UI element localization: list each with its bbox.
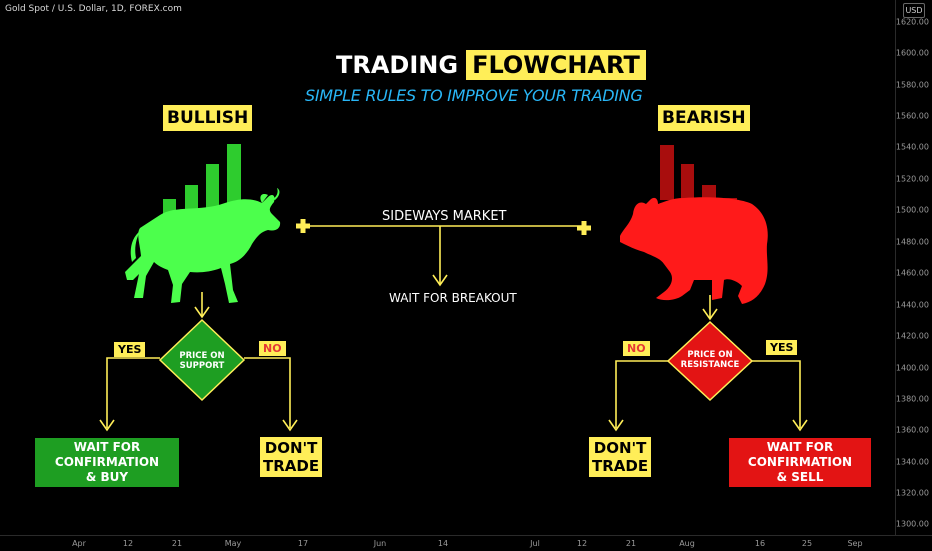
time-tick: May xyxy=(224,539,242,548)
sideways-connector xyxy=(296,219,591,287)
page-title: TRADING FLOWCHART xyxy=(336,50,646,80)
price-tick: 1500.00 xyxy=(895,205,929,215)
bullish-decision-diamond xyxy=(158,318,246,402)
sideways-market-label: SIDEWAYS MARKET xyxy=(382,209,507,224)
bullish-dont-trade-line1: DON'T xyxy=(264,439,318,457)
title-part-flowchart: FLOWCHART xyxy=(466,50,646,80)
time-tick: 21 xyxy=(171,539,183,548)
price-tick: 1580.00 xyxy=(895,80,929,90)
bear-bars-icon xyxy=(660,145,737,202)
bullish-buy-outcome-line1: WAIT FOR CONFIRMATION xyxy=(54,440,160,469)
time-tick: 14 xyxy=(437,539,449,548)
time-tick: 12 xyxy=(576,539,588,548)
chart-symbol-title: Gold Spot / U.S. Dollar, 1D, FOREX.com xyxy=(5,4,182,14)
price-tick: 1340.00 xyxy=(895,457,929,467)
time-tick: Sep xyxy=(847,539,863,548)
title-part-trading: TRADING xyxy=(336,51,459,79)
bearish-sell-outcome-line2: & SELL xyxy=(776,470,824,484)
bullish-buy-outcome: WAIT FOR CONFIRMATION & BUY xyxy=(35,438,179,487)
bullish-buy-outcome-line2: & BUY xyxy=(85,470,129,484)
flowchart-graphics xyxy=(99,144,808,432)
price-tick: 1300.00 xyxy=(895,519,929,529)
price-tick: 1520.00 xyxy=(895,174,929,184)
time-tick: 16 xyxy=(754,539,766,548)
time-tick: 25 xyxy=(801,539,813,548)
price-tick: 1380.00 xyxy=(895,394,929,404)
price-tick: 1620.00 xyxy=(895,17,929,27)
bullish-label: BULLISH xyxy=(163,105,253,131)
time-tick: Apr xyxy=(72,539,86,548)
bearish-sell-outcome: WAIT FOR CONFIRMATION & SELL xyxy=(729,438,871,487)
bullish-dont-trade-line2: TRADE xyxy=(263,457,320,475)
bullish-yes-tag: YES xyxy=(114,342,146,357)
bearish-yes-tag: YES xyxy=(766,340,798,355)
time-tick: 17 xyxy=(297,539,309,548)
price-tick: 1420.00 xyxy=(895,331,929,341)
time-axis[interactable]: Apr 12 21 May 17 Jun 14 Jul 12 21 Aug 16… xyxy=(0,535,932,551)
bullish-flow-arrows xyxy=(99,292,298,432)
bearish-decision-diamond xyxy=(666,320,754,402)
price-axis[interactable]: 1620.00 1600.00 1580.00 1560.00 1540.00 … xyxy=(895,0,932,535)
price-tick: 1400.00 xyxy=(895,363,929,373)
bullish-dont-trade-outcome: DON'T TRADE xyxy=(260,437,323,477)
bear-icon xyxy=(620,197,768,304)
price-tick: 1600.00 xyxy=(895,48,929,58)
price-tick: 1540.00 xyxy=(895,142,929,152)
bearish-dont-trade-outcome: DON'T TRADE xyxy=(589,437,652,477)
time-tick: 21 xyxy=(625,539,637,548)
time-tick: 12 xyxy=(122,539,134,548)
wait-for-breakout-label: WAIT FOR BREAKOUT xyxy=(389,291,517,305)
bearish-no-tag: NO xyxy=(623,341,650,356)
bullish-decision-label: PRICE ON SUPPORT xyxy=(179,351,225,371)
time-tick: Jun xyxy=(373,539,387,548)
bearish-dont-trade-line1: DON'T xyxy=(593,439,647,457)
currency-badge[interactable]: USD xyxy=(903,3,925,18)
price-tick: 1360.00 xyxy=(895,425,929,435)
bearish-label: BEARISH xyxy=(658,105,750,131)
bearish-sell-outcome-line1: WAIT FOR CONFIRMATION xyxy=(747,440,853,469)
bearish-dont-trade-line2: TRADE xyxy=(592,457,649,475)
price-tick: 1320.00 xyxy=(895,488,929,498)
bearish-flow-arrows xyxy=(608,295,808,432)
price-tick: 1560.00 xyxy=(895,111,929,121)
bearish-decision-label: PRICE ON RESISTANCE xyxy=(680,350,740,370)
page-subtitle: SIMPLE RULES TO IMPROVE YOUR TRADING xyxy=(305,86,643,105)
bullish-no-tag: NO xyxy=(259,341,286,356)
price-tick: 1460.00 xyxy=(895,268,929,278)
price-tick: 1480.00 xyxy=(895,237,929,247)
bull-icon xyxy=(125,188,281,303)
price-tick: 1440.00 xyxy=(895,300,929,310)
time-tick: Jul xyxy=(530,539,540,548)
time-tick: Aug xyxy=(679,539,695,548)
